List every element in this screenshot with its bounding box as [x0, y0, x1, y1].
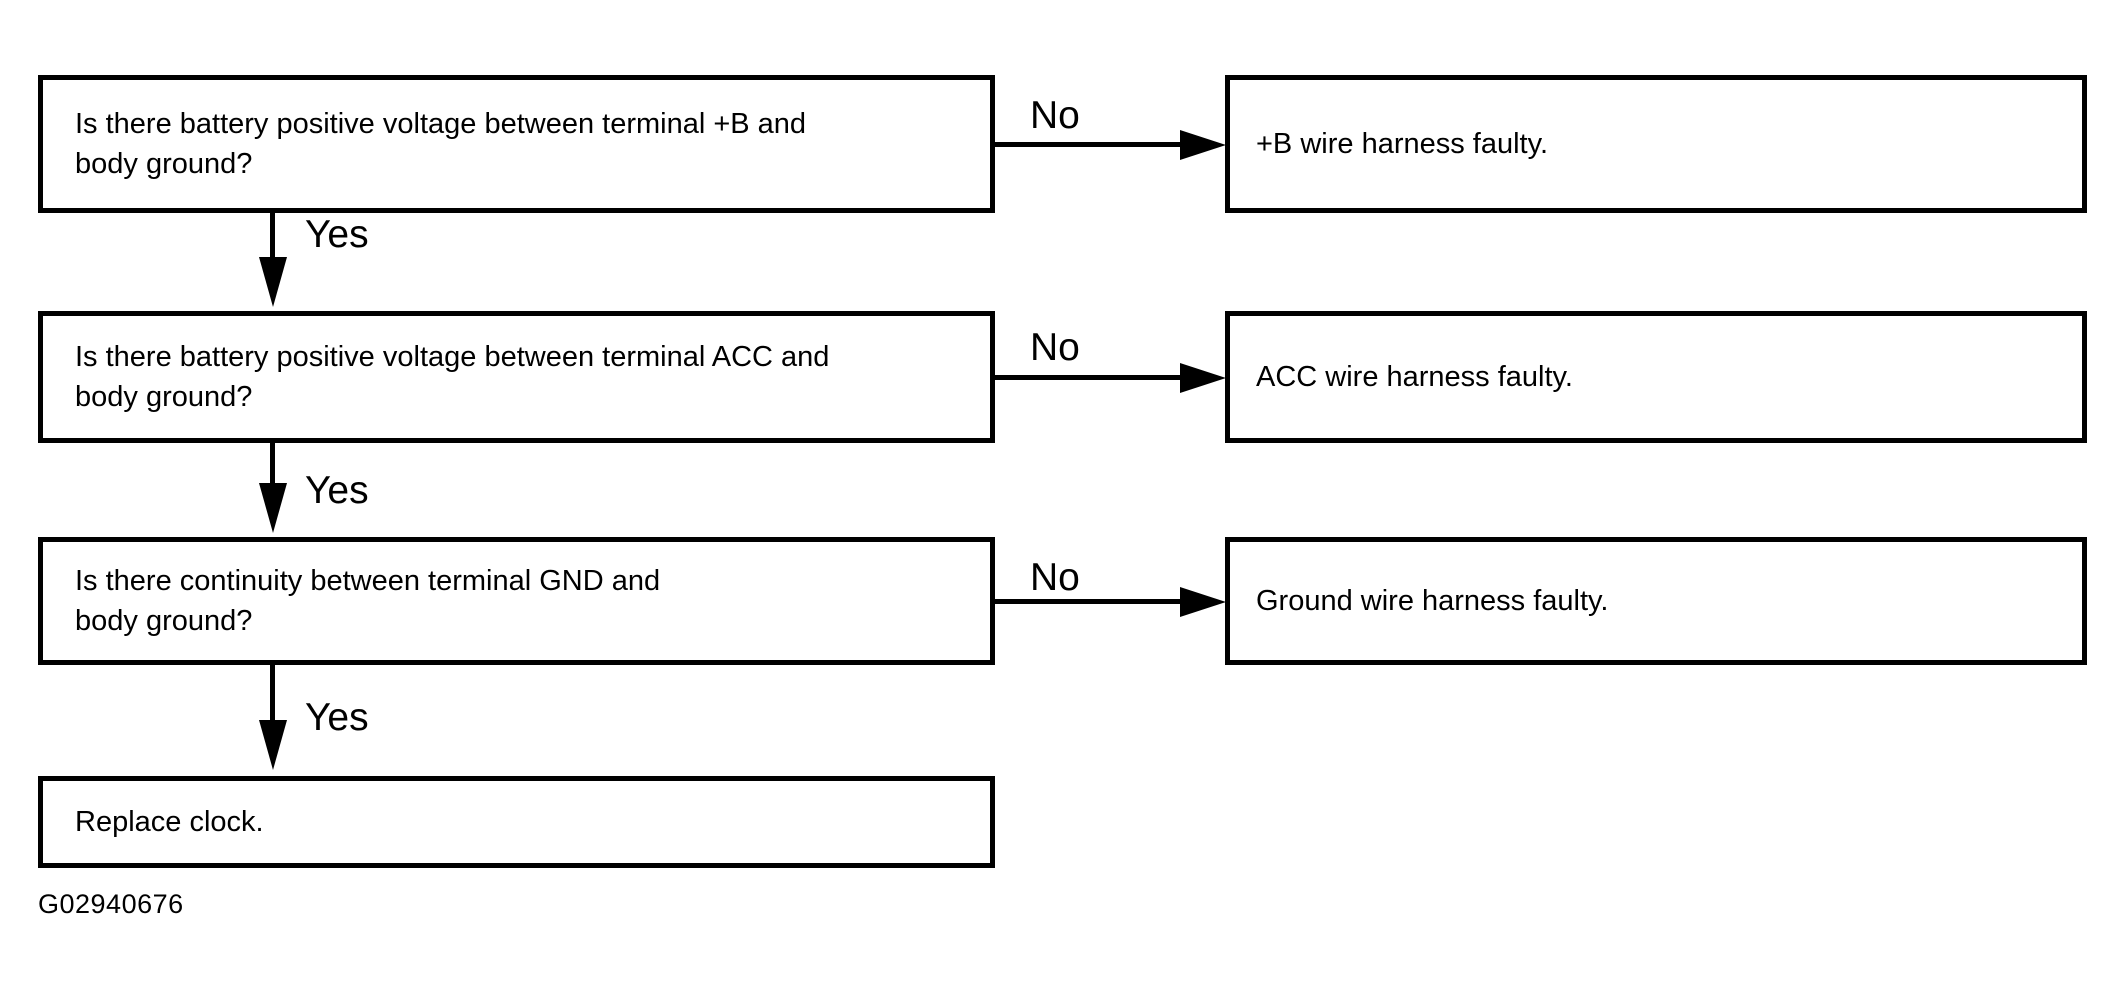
yes-arrowhead-icon-2	[259, 483, 287, 533]
question-1-line-1: Is there battery positive voltage betwee…	[75, 108, 807, 140]
final-action-box: Replace clock.	[38, 776, 995, 868]
yes-label-3: Yes	[305, 696, 369, 739]
no-arrow-shaft-1	[995, 142, 1187, 147]
no-label-2: No	[1030, 326, 1080, 369]
no-arrowhead-icon-1	[1180, 130, 1226, 160]
figure-code: G02940676	[38, 889, 184, 919]
question-3-line-1: Is there continuity between terminal GND…	[75, 565, 661, 597]
no-arrowhead-icon-2	[1180, 363, 1226, 393]
result-box-1: +B wire harness faulty.	[1225, 75, 2087, 213]
yes-label-1: Yes	[305, 213, 369, 256]
question-2-line-2: body ground?	[75, 381, 253, 413]
question-box-1: Is there battery positive voltage betwee…	[38, 75, 995, 213]
yes-arrow-shaft-3	[270, 665, 275, 725]
result-box-2: ACC wire harness faulty.	[1225, 311, 2087, 443]
result-1-text: +B wire harness faulty.	[1256, 128, 1549, 160]
no-arrow-shaft-2	[995, 375, 1187, 380]
question-3-line-2: body ground?	[75, 605, 253, 637]
question-box-3: Is there continuity between terminal GND…	[38, 537, 995, 665]
no-label-1: No	[1030, 94, 1080, 137]
yes-label-2: Yes	[305, 469, 369, 512]
yes-arrow-shaft-2	[270, 443, 275, 489]
no-label-3: No	[1030, 556, 1080, 599]
question-box-2: Is there battery positive voltage betwee…	[38, 311, 995, 443]
yes-arrow-shaft-1	[270, 213, 275, 263]
final-action-text: Replace clock.	[75, 806, 264, 838]
yes-arrowhead-icon-3	[259, 720, 287, 770]
question-1-line-2: body ground?	[75, 148, 253, 180]
result-box-3: Ground wire harness faulty.	[1225, 537, 2087, 665]
question-2-line-1: Is there battery positive voltage betwee…	[75, 341, 830, 373]
no-arrowhead-icon-3	[1180, 587, 1226, 617]
no-arrow-shaft-3	[995, 599, 1187, 604]
result-2-text: ACC wire harness faulty.	[1256, 361, 1573, 393]
result-3-text: Ground wire harness faulty.	[1256, 585, 1609, 617]
yes-arrowhead-icon-1	[259, 257, 287, 307]
